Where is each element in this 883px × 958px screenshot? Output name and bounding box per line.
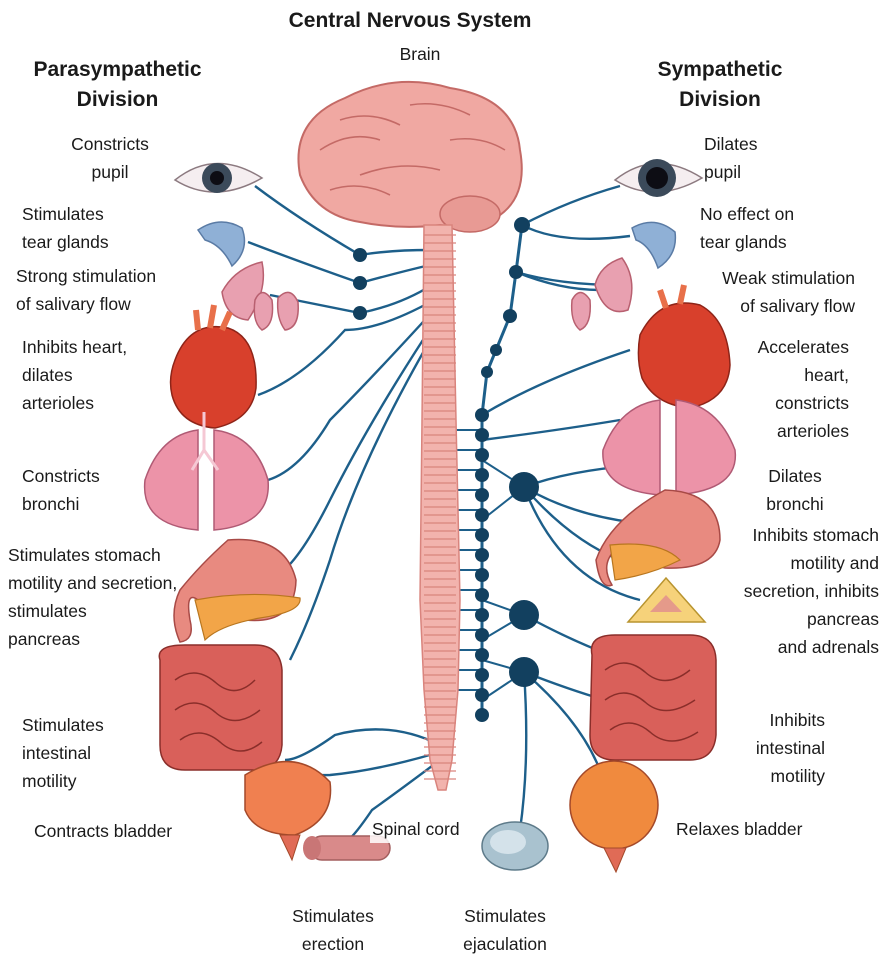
testis-illustration [482,822,548,870]
chain-ganglion [475,668,489,682]
parasympathetic-bronchi-label: Constricts bronchi [22,462,100,518]
left-lungs [145,412,269,530]
chain-ganglion [475,408,489,422]
brain-label: Brain [360,40,480,68]
sympathetic-heart-label: Accelerates heart, constricts arterioles [758,333,849,445]
sympathetic-intestine-label: Inhibits intestinal motility [756,706,825,790]
sympathetic-salivary-label: Weak stimulation of salivary flow [722,264,855,320]
chain-ganglion [475,648,489,662]
brain-illustration [298,82,521,232]
right-tear-gland [632,222,675,268]
sympathetic-bronchi-label: Dilates bronchi [740,462,850,518]
right-salivary-glands [572,258,632,330]
right-heart [638,285,730,408]
left-tear-gland [198,222,244,266]
right-stomach-pancreas [596,490,720,586]
parasympathetic-tear-label: Stimulates tear glands [22,200,109,256]
chain-ganglion [475,508,489,522]
chain-ganglion [475,488,489,502]
parasympathetic-erection-label: Stimulates erection [258,902,408,958]
chain-ganglion [475,468,489,482]
right-intestines [590,635,716,760]
right-bladder [570,761,658,872]
left-salivary-glands [222,262,298,330]
chain-ganglion [475,448,489,462]
chain-ganglion [475,588,489,602]
chain-ganglion [475,608,489,622]
right-lungs [603,400,736,495]
sympathetic-ejaculation-label: Stimulates ejaculation [430,902,580,958]
spinal-cord-illustration [420,225,460,790]
parasympathetic-pupil-label: Constricts pupil [40,130,180,186]
parasympathetic-heart-label: Inhibits heart, dilates arterioles [22,333,127,417]
chain-ganglion [475,628,489,642]
left-eye [175,163,262,193]
spinal-cord-label: Spinal cord [370,815,462,843]
chain-ganglion [475,548,489,562]
sympathetic-heading: Sympathetic Division [630,55,810,115]
left-heart [171,305,257,428]
right-eye [615,159,702,197]
left-intestines [159,645,282,770]
sympathetic-tear-label: No effect on tear glands [700,200,794,256]
chain-ganglion [475,528,489,542]
page-title: Central Nervous System [230,6,590,36]
parasympathetic-heading: Parasympathetic Division [5,55,230,115]
chain-ganglion [475,428,489,442]
parasympathetic-salivary-label: Strong stimulation of salivary flow [16,262,156,318]
chain-ganglion [475,708,489,722]
left-stomach-pancreas [174,540,300,643]
chain-ganglion [475,568,489,582]
sympathetic-stomach-label: Inhibits stomach motility and secretion,… [744,521,879,661]
parasympathetic-intestine-label: Stimulates intestinal motility [22,711,104,795]
parasympathetic-stomach-label: Stimulates stomach motility and secretio… [8,541,177,653]
chain-ganglion [475,688,489,702]
parasympathetic-bladder-label: Contracts bladder [34,817,172,845]
sympathetic-bladder-label: Relaxes bladder [676,815,802,843]
sympathetic-pupil-label: Dilates pupil [704,130,758,186]
